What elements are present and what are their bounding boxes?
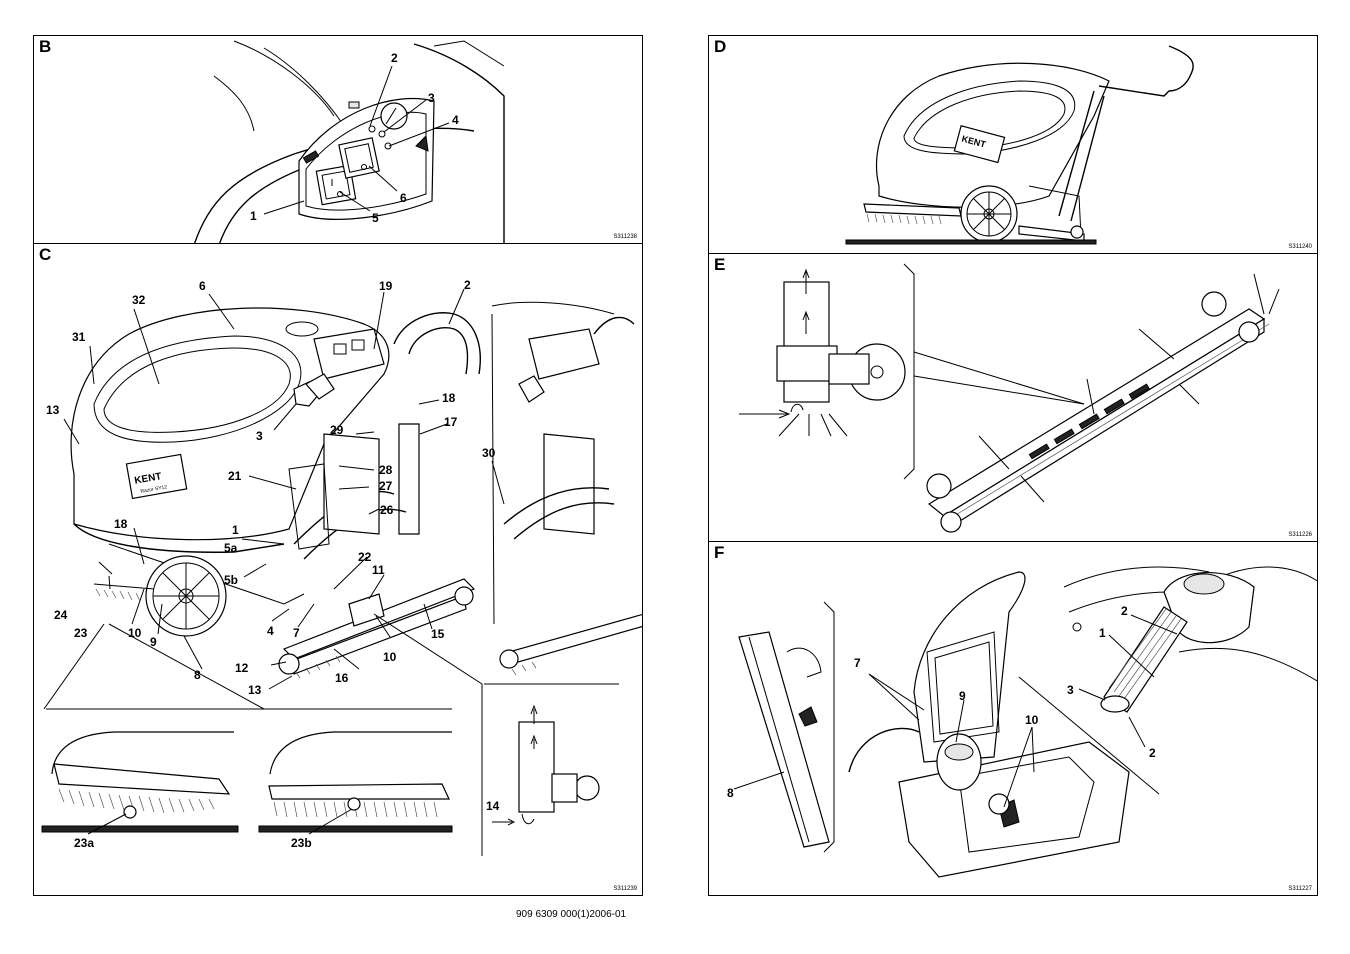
callout-c-28: 29 (330, 423, 344, 437)
callout-c-10: 10 (128, 626, 142, 640)
callout-c-16: 17 (444, 415, 458, 429)
callout-b-2: 2 (391, 51, 398, 65)
callout-b-4: 4 (452, 113, 459, 127)
callout-f-9: 9 (959, 689, 966, 703)
callout-c-24: 24 (54, 608, 68, 622)
callout-f-2a: 2 (1121, 604, 1128, 618)
callout-c-26: 27 (379, 479, 393, 493)
callout-c-15b: 16 (335, 671, 349, 685)
illustration-transport-position: KENT (845, 45, 1194, 245)
callout-f-3: 3 (1067, 683, 1074, 697)
panel-b: B 1 (33, 35, 643, 244)
illustration-scrubber-overview: KENT Razor SY12 (41, 278, 642, 856)
callout-f-2b: 2 (1149, 746, 1156, 760)
callout-c-23a: 23a (74, 836, 94, 850)
callout-b-5: 5 (372, 211, 379, 225)
panel-label-e: E (714, 255, 726, 274)
callout-c-12: 11 (372, 563, 385, 577)
figure-code-e: S311226 (1288, 532, 1312, 538)
callout-b-3: 3 (428, 91, 435, 105)
callout-c-30: 31 (72, 330, 86, 344)
callout-f-1: 1 (1099, 626, 1106, 640)
document-footer-code: 909 6309 000(1)2006-01 (516, 909, 627, 920)
callout-c-27: 28 (379, 463, 393, 477)
figure-code-d: S311240 (1288, 244, 1312, 250)
callout-c-7: 7 (293, 626, 300, 640)
illustration-tank-and-filter: 7 8 9 10 1 2 3 2 (727, 566, 1317, 878)
callout-c-15a: 15 (431, 627, 445, 641)
model-label-c: Razor SY12 (140, 484, 168, 495)
callout-f-7: 7 (854, 656, 861, 670)
callout-c-13-detail: 14 (486, 799, 500, 813)
callout-c-14: 13 (248, 683, 262, 697)
callout-c-4: 4 (267, 624, 274, 638)
panel-label-f: F (714, 543, 725, 562)
callout-c-23b: 23b (291, 836, 312, 850)
panel-e: E (708, 253, 1318, 542)
callout-c-1: 1 (232, 523, 239, 537)
callout-c-18: 18 (114, 517, 128, 531)
illustration-control-panel: 1 2 3 4 5 6 (193, 40, 505, 243)
callout-c-8: 8 (194, 668, 201, 682)
figure-code-b: S311238 (613, 234, 637, 240)
callout-b-1: 1 (250, 209, 257, 223)
panel-c: C KENT Razor SY12 (33, 243, 643, 896)
callout-c-6: 6 (199, 279, 206, 293)
callout-c-29: 30 (482, 446, 496, 460)
illustration-squeegee (739, 263, 1280, 533)
callout-c-19: 19 (379, 279, 393, 293)
brand-label-c: KENT (134, 471, 163, 487)
callout-c-31: 32 (132, 293, 146, 307)
callout-c-5b: 5b (224, 573, 238, 587)
callout-f-8: 8 (727, 786, 734, 800)
callout-f-10: 10 (1025, 713, 1039, 727)
callout-c-17: 18 (442, 391, 456, 405)
callout-c-9: 9 (150, 635, 157, 649)
panel-d: D KENT S311240 (708, 35, 1318, 254)
callout-c-5a: 5a (224, 541, 238, 555)
callout-c-22: 22 (358, 550, 372, 564)
callout-c-13: 12 (235, 661, 249, 675)
figure-code-f: S311227 (1288, 886, 1312, 892)
figure-code-c: S311239 (613, 886, 637, 892)
callout-c-21: 21 (228, 469, 242, 483)
callout-c-23: 23 (74, 626, 88, 640)
callout-c-3: 3 (256, 429, 263, 443)
callout-c-25: 26 (380, 503, 394, 517)
panel-label-b: B (39, 37, 52, 56)
callout-c-32: 13 (46, 403, 60, 417)
callout-c-2: 2 (464, 278, 471, 292)
callout-c-11: 10 (383, 650, 397, 664)
callout-b-6: 6 (400, 191, 407, 205)
panel-f: F (708, 541, 1318, 896)
panel-label-d: D (714, 37, 727, 56)
panel-label-c: C (39, 245, 52, 264)
